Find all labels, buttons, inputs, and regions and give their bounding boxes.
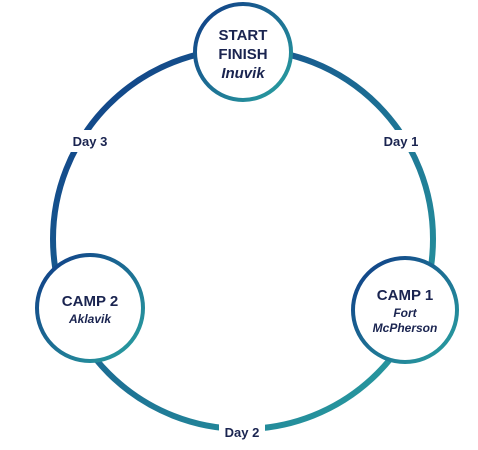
start-place-label: Inuvik: [221, 65, 265, 82]
route-ring: [50, 46, 436, 432]
day2-label-bg: [219, 421, 265, 443]
camp1-node: CAMP 1 Fort McPherson: [351, 256, 459, 364]
camp1-place-line2: McPherson: [373, 321, 438, 335]
camp2-node: CAMP 2 Aklavik: [35, 253, 145, 363]
camp1-title: CAMP 1: [377, 287, 433, 304]
camp2-place-label: Aklavik: [68, 312, 112, 326]
day2-label: Day 2: [225, 425, 260, 440]
day3-label-bg: [68, 130, 112, 152]
day1-label-bg: [379, 130, 423, 152]
day1-label: Day 1: [384, 134, 419, 149]
camp2-title: CAMP 2: [62, 293, 118, 310]
camp1-place-line1: Fort: [393, 306, 417, 320]
day3-label: Day 3: [73, 134, 108, 149]
start-label: START: [219, 27, 268, 44]
start-finish-node: START FINISH Inuvik: [193, 2, 293, 102]
finish-label: FINISH: [218, 46, 267, 63]
